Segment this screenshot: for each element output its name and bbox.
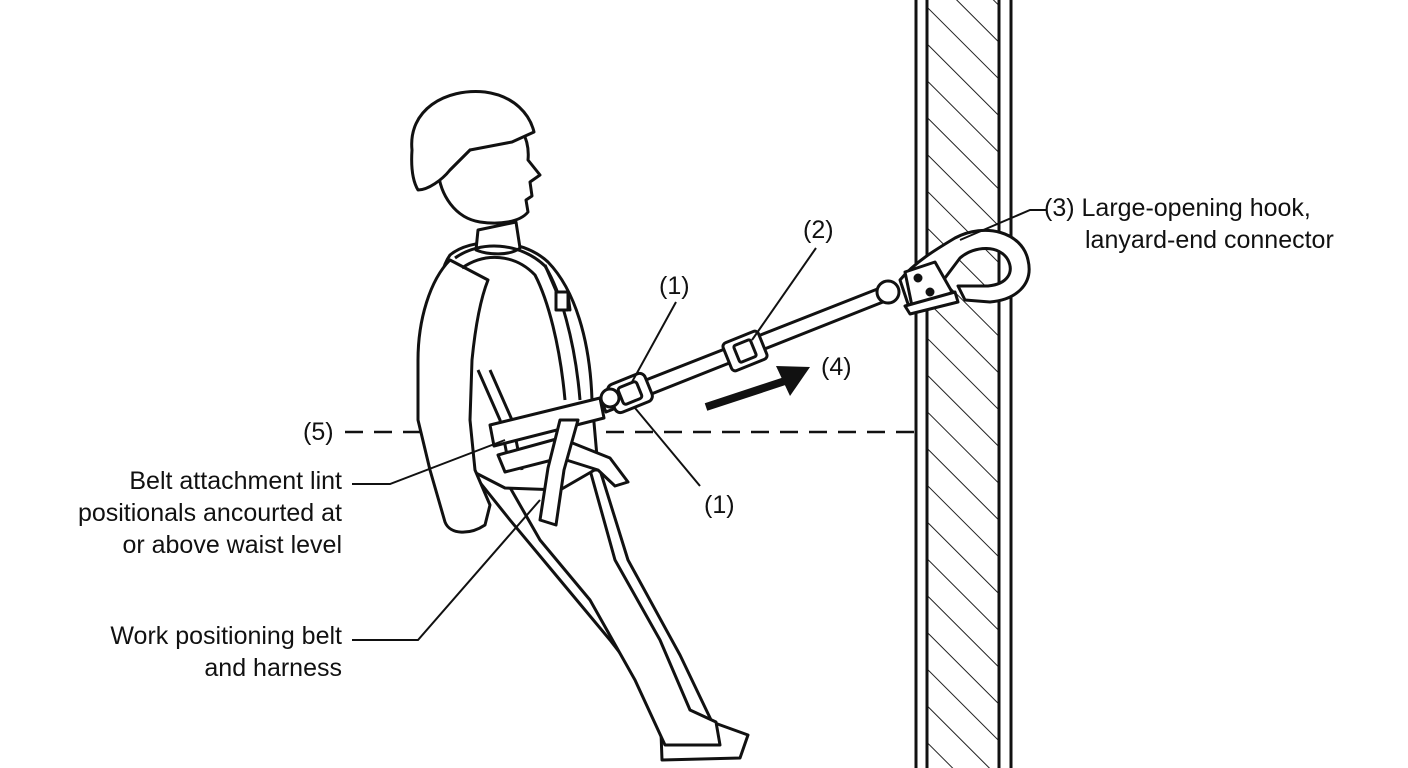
wall	[914, 0, 1013, 768]
harness-line-1: Work positioning belt	[110, 622, 342, 650]
label-3-line1: Large-opening hook,	[1081, 194, 1311, 222]
label-3-hook: (3) Large-opening hook,	[1044, 192, 1311, 224]
harness-label: Work positioning belt and harness	[110, 620, 342, 684]
label-5: (5)	[303, 418, 334, 446]
belt-line-2: positionals ancourted at	[77, 499, 342, 527]
label-4: (4)	[821, 353, 852, 381]
leader-lines	[352, 209, 1046, 641]
belt-attachment-label: Belt attachment lint positionals ancourt…	[78, 465, 342, 561]
front-leg	[498, 468, 722, 747]
label-3-line2: lanyard-end connector	[1085, 226, 1334, 254]
direction-arrow	[704, 366, 810, 411]
harness-line-2: and harness	[204, 654, 342, 682]
label-2: (2)	[803, 216, 834, 244]
belt-line-1: Belt attachment lint	[129, 467, 342, 495]
label-3-num: (3)	[1044, 194, 1075, 222]
lanyard	[598, 279, 901, 415]
large-opening-hook	[898, 228, 1031, 316]
label-1-top: (1)	[659, 272, 690, 300]
hard-hat	[410, 90, 536, 192]
worker-figure	[410, 90, 750, 762]
belt-line-3: or above waist level	[122, 531, 342, 559]
label-1-bottom: (1)	[704, 491, 735, 519]
arm	[416, 258, 492, 534]
harness-straps	[454, 244, 630, 527]
